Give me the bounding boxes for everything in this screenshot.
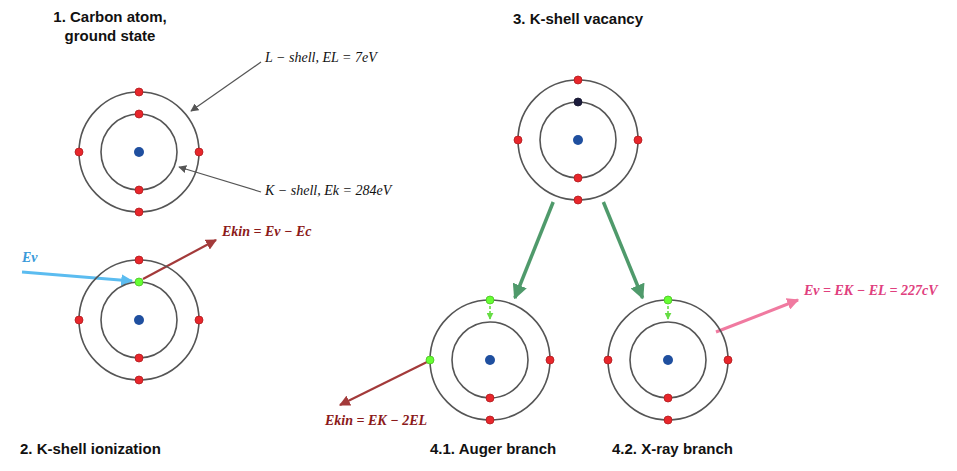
electron [604, 356, 612, 364]
electron-shell [630, 322, 706, 398]
electron-arrow [143, 240, 216, 279]
branch-arrow [515, 202, 553, 298]
energy-label: Ev [22, 250, 38, 267]
nucleus [134, 315, 144, 325]
nucleus [485, 355, 495, 365]
electron-shell [79, 92, 199, 212]
electron [135, 256, 143, 264]
electron [135, 278, 143, 286]
transition-arrow [667, 306, 669, 319]
electron [486, 296, 494, 304]
nucleus [573, 135, 583, 145]
electron-shell [518, 80, 638, 200]
electron [664, 296, 672, 304]
energy-label: K − shell, Ek = 284eV [265, 183, 391, 200]
step-caption: 1. Carbon atom, ground state [45, 8, 175, 46]
electron [135, 354, 143, 362]
atom-shape [77, 90, 201, 214]
electron [486, 394, 494, 402]
electron [426, 356, 434, 364]
electron [664, 416, 672, 424]
atom-shape [77, 258, 201, 382]
electron-shell [101, 114, 177, 190]
electron [514, 136, 522, 144]
photon-arrow [22, 272, 132, 281]
step-caption: 4.1. Auger branch [430, 440, 556, 459]
energy-label: Ekin = Ev − Ec [222, 224, 312, 241]
step-caption: 3. K-shell vacancy [513, 10, 643, 29]
electron [75, 148, 83, 156]
electron [634, 136, 642, 144]
energy-label: L − shell, EL = 7eV [265, 50, 377, 67]
energy-label: Ev = EK − EL = 227cV [804, 283, 938, 300]
atom-node: 1. Carbon atom, ground state [77, 90, 201, 214]
branch-arrow [603, 202, 642, 298]
step-caption: 4.2. X-ray branch [612, 440, 733, 459]
transition-arrow [489, 306, 491, 319]
electron [135, 110, 143, 118]
electron [135, 208, 143, 216]
step-caption: 2. K-shell ionization [20, 440, 161, 459]
xray-arrow [716, 300, 798, 332]
electron [195, 316, 203, 324]
electron [75, 316, 83, 324]
electron [486, 416, 494, 424]
electron [135, 88, 143, 96]
electron-shell [430, 300, 550, 420]
atom-node: 4.1. Auger branch [428, 298, 552, 422]
leader-line [191, 62, 261, 111]
electron-shell [540, 102, 616, 178]
nucleus [134, 147, 144, 157]
energy-label: Ekin = EK − 2EL [325, 413, 427, 430]
electron-shell [452, 322, 528, 398]
atom-shape [428, 298, 552, 422]
electron [135, 376, 143, 384]
electron [574, 174, 582, 182]
electron [195, 148, 203, 156]
electron-shell [608, 300, 728, 420]
atom-node: 3. K-shell vacancy [516, 78, 640, 202]
electron [724, 356, 732, 364]
electron [546, 356, 554, 364]
nucleus [663, 355, 673, 365]
electron [664, 394, 672, 402]
electron [574, 98, 582, 106]
electron-shell [79, 260, 199, 380]
atom-node: 2. K-shell ionization [77, 258, 201, 382]
electron-shell [101, 282, 177, 358]
atom-shape [516, 78, 640, 202]
electron-arrow [340, 362, 427, 405]
atom-node: 4.2. X-ray branch [606, 298, 730, 422]
electron [574, 76, 582, 84]
atom-shape [606, 298, 730, 422]
electron [135, 186, 143, 194]
leader-line [179, 167, 261, 192]
electron [574, 196, 582, 204]
